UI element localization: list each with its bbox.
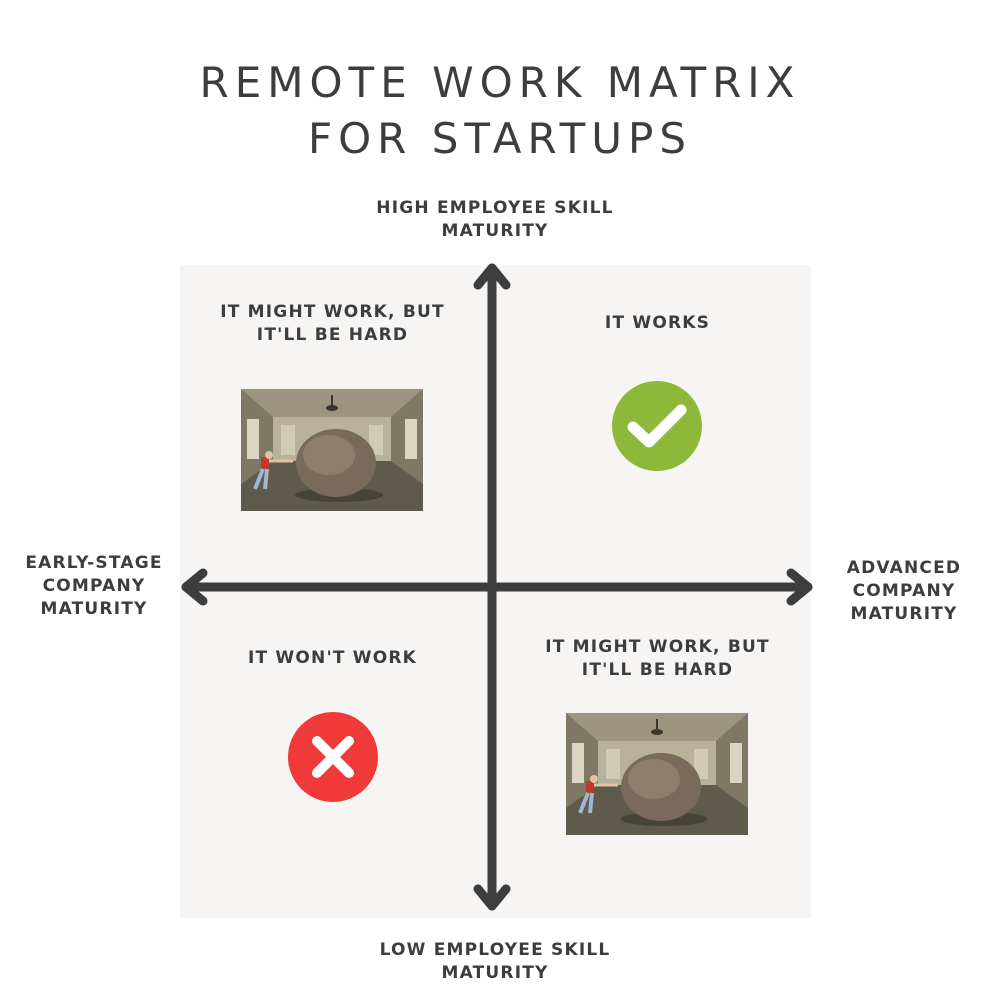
title-line-2: FOR STARTUPS	[307, 114, 693, 163]
left-arrowhead	[181, 568, 208, 606]
green-checkmark-icon	[612, 381, 702, 471]
title-line-1: REMOTE WORK MATRIX	[199, 58, 801, 107]
quadrant-top-left-label: IT MIGHT WORK, BUT IT'LL BE HARD	[220, 302, 445, 345]
axis-label-bottom: LOW EMPLOYEE SKILL MATURITY	[379, 940, 611, 983]
red-x-icon	[288, 712, 378, 802]
up-arrowhead	[473, 263, 511, 290]
axis-label-right: ADVANCED COMPANY MATURITY	[846, 558, 962, 624]
quadrant-bottom-left-label: IT WON'T WORK	[247, 648, 418, 668]
boulder-pushing-photo	[566, 713, 748, 835]
axis-label-left: EARLY-STAGE COMPANY MATURITY	[25, 553, 163, 619]
right-arrowhead	[786, 568, 813, 606]
down-arrowhead	[473, 884, 511, 911]
quadrant-bottom-right-label: IT MIGHT WORK, BUT IT'LL BE HARD	[545, 637, 770, 680]
boulder-pushing-photo	[241, 389, 423, 511]
axis-label-top: HIGH EMPLOYEE SKILL MATURITY	[376, 198, 614, 241]
quadrant-top-right-label: IT WORKS	[604, 313, 711, 333]
page-title: REMOTE WORK MATRIX FOR STARTUPS	[0, 55, 1000, 167]
